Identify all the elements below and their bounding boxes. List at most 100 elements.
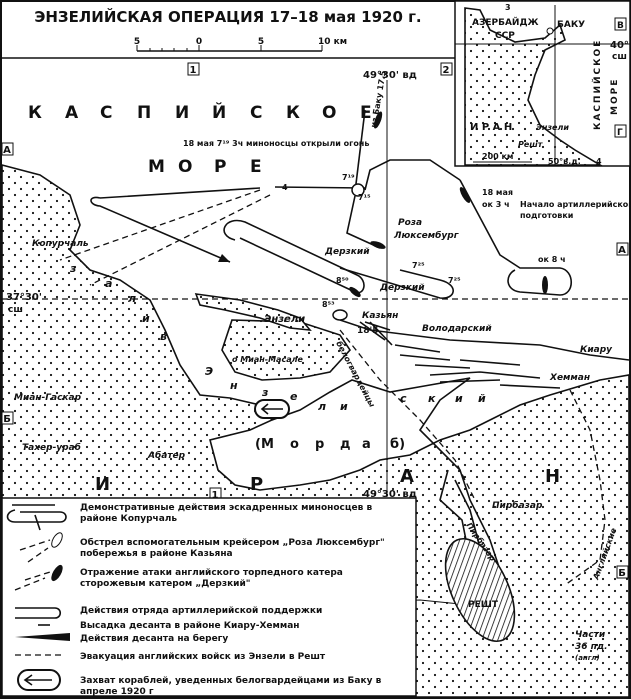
annotation-artillery-text: Начало артиллерийской (520, 200, 631, 209)
map-title: ЭНЗЕЛИЙСКАЯ ОПЕРАЦИЯ 17–18 мая 1920 г. (34, 7, 421, 26)
svg-text:б): б) (390, 437, 405, 452)
svg-text:е: е (290, 390, 298, 403)
legend-symbols (6, 504, 70, 691)
place-kopurchal: Копурчаль (32, 239, 89, 249)
inset-azerbaijan: АЗЕРБАЙДЖ (472, 16, 539, 28)
time-label: 7¹⁹ (342, 173, 355, 182)
inset-enzeli: Энзели (536, 123, 569, 132)
svg-text:и: и (142, 312, 150, 325)
grid-marker: Б (618, 568, 626, 579)
svg-text:а: а (105, 277, 112, 290)
scale-tick: 0 (196, 37, 202, 47)
place-enzeli: Энзели (264, 314, 305, 325)
longitude-label-top: 49°30' вд (363, 70, 417, 81)
annotation-num4: 4 (282, 183, 288, 192)
svg-text:Г: Г (617, 128, 623, 138)
svg-text:д: д (340, 437, 351, 452)
british-units-area (444, 537, 516, 643)
legend-item: Обстрел вспомогательным крейсером „Роза … (80, 537, 385, 559)
svg-text:3: 3 (505, 3, 511, 12)
legend: Демонстративные действия эскадренных мин… (1, 497, 417, 697)
svg-text:Э: Э (205, 365, 213, 378)
time-label: 7¹⁵ (358, 193, 371, 202)
svg-text:й: й (478, 392, 486, 405)
place-rasht: РЕШТ (468, 600, 499, 610)
ship-roza-luxemburg: Роза (398, 218, 422, 228)
place-kazyan: Казьян (362, 311, 398, 321)
inset-iran: И Р А Н (470, 122, 512, 133)
place-mian-masale: о Миан-Масале (232, 355, 303, 364)
place-abater: Абатер (147, 450, 186, 461)
svg-text:з: з (261, 386, 268, 399)
svg-text:и: и (340, 400, 348, 413)
svg-text:с: с (400, 392, 407, 405)
place-hemman: Хемман (549, 373, 590, 383)
legend-item: Высадка десанта в районе Киару-Хемман (80, 621, 300, 631)
legend-item: Действия отряда артиллерийской поддержки (80, 606, 322, 616)
inset-map: АЗЕРБАЙДЖ ССР БАКУ 40° сш КАСПИЙСКОЕ МОР… (454, 0, 631, 167)
legend-item: Демонстративные действия эскадренных мин… (80, 503, 372, 524)
mordab-shoreline (271, 377, 501, 571)
svg-text:к: к (428, 392, 436, 405)
inset-sea-2: МОРЕ (610, 78, 620, 115)
scale-tick: 10 км (318, 37, 347, 47)
units-label: 36 пд. (575, 642, 608, 652)
svg-text:К: К (28, 103, 42, 123)
longitude-label-bottom: 49°30' вд (363, 489, 417, 500)
units-label: (англ) (575, 654, 600, 662)
annotation-artillery-time: ок 3 ч (482, 200, 510, 209)
ship-derzky: Дерзкий (324, 247, 370, 257)
svg-text:Р: Р (250, 474, 263, 495)
svg-text:П: П (137, 103, 151, 123)
svg-text:л: л (318, 400, 326, 413)
time-label: 8⁵³ (322, 300, 335, 309)
svg-text:р: р (315, 437, 324, 452)
scale-tick: 5 (258, 37, 264, 47)
grid-marker: 2 (443, 65, 450, 76)
annotation-kazyan-time: 18'5 (357, 326, 379, 336)
legend-item: Захват кораблей, уведенных белогвардейца… (80, 675, 382, 697)
inset-lat: 40° (610, 40, 629, 51)
scale-bar: 5 0 5 10 км (134, 37, 347, 52)
inset-scale: 200 км (482, 152, 513, 161)
svg-text:С: С (100, 103, 112, 123)
inset-ssr: ССР (495, 31, 515, 41)
latitude-label: 37°30' (6, 292, 42, 303)
annotation-artillery-text: подготовки (520, 211, 573, 220)
svg-text:О: О (322, 103, 336, 123)
ship-derzky: Дерзкий (379, 283, 425, 293)
svg-text:В: В (617, 21, 624, 31)
inset-baku: БАКУ (557, 20, 585, 30)
destroyer-maneuvers (59, 109, 573, 299)
svg-text:и: и (455, 392, 463, 405)
svg-text:4: 4 (596, 157, 602, 166)
units-label: Части (575, 630, 606, 640)
place-mian-gaskar: Миан-Гаскар (14, 393, 82, 403)
svg-text:Р: Р (214, 157, 226, 177)
inset-lat-unit: сш (612, 52, 627, 62)
svg-text:н: н (230, 379, 238, 392)
svg-text:в: в (160, 330, 167, 343)
latitude-unit: сш (8, 305, 23, 315)
grid-marker: Б (3, 414, 11, 425)
svg-text:л: л (128, 292, 136, 305)
svg-text:з: з (69, 262, 76, 275)
svg-text:о: о (290, 437, 299, 452)
ship-roza-luxemburg: Люксембург (393, 230, 459, 241)
grid-marker: А (618, 245, 626, 256)
place-pirbazar: Пирбазар (492, 500, 543, 511)
svg-text:К: К (286, 103, 300, 123)
scale-tick: 5 (134, 37, 140, 47)
svg-text:а: а (362, 437, 371, 452)
annotation-ok8: ок 8 ч (538, 255, 566, 264)
svg-text:Й: Й (212, 101, 226, 123)
svg-text:С: С (250, 103, 262, 123)
place-volodarsky: Володарский (422, 324, 492, 334)
svg-text:Е: Е (360, 103, 372, 123)
grid-marker: 1 (190, 65, 197, 76)
svg-text:А: А (400, 466, 414, 487)
time-label: 8⁵⁰ (336, 276, 349, 285)
